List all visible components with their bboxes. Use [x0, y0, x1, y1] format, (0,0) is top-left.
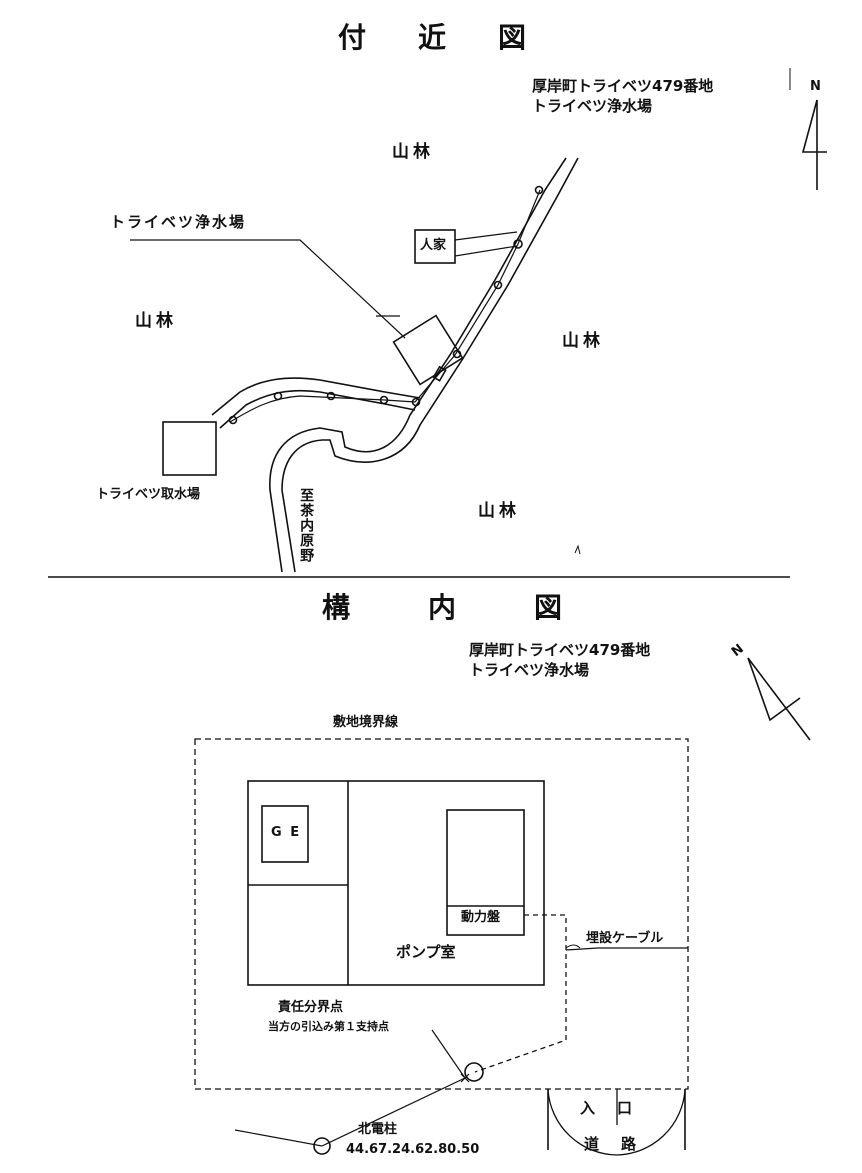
lower-map: [194, 657, 811, 1156]
treatment-plant-label: トライベツ浄水場: [110, 213, 247, 231]
utility-pole-circle: [313, 1137, 331, 1155]
lower-title: 構内図: [322, 591, 641, 624]
lower-address-line2: トライベツ浄水場: [469, 661, 590, 679]
upper-address-line2: トライベツ浄水場: [532, 97, 653, 115]
utility-pole-label: 北電柱: [358, 1122, 398, 1137]
north-arrow-icon: [747, 657, 811, 741]
house-box: [414, 229, 456, 264]
demarcation-point-label: 責任分界点: [278, 1000, 344, 1015]
forest-top-label: 山林: [392, 142, 434, 162]
pump-room-label: ポンプ室: [396, 943, 456, 961]
forest-right-label: 山林: [562, 331, 604, 351]
generator-box: [261, 805, 309, 863]
upper-map: [130, 68, 827, 573]
road-label: 道路: [584, 1135, 659, 1153]
generator-label: G E: [271, 825, 302, 840]
upper-address-line1: 厚岸町トライベツ479番地: [532, 77, 714, 95]
utility-pole-number: 44.67.24.62.80.50: [346, 1142, 480, 1157]
intake-road: [211, 377, 421, 429]
intake-label: トライベツ取水場: [96, 487, 201, 502]
site-boundary-label: 敷地境界線: [333, 715, 399, 730]
buried-cable-label: 埋設ケーブル: [586, 931, 664, 946]
forest-bottom-label: 山林: [478, 501, 520, 521]
entrance-label: 入口: [580, 1099, 655, 1117]
north-arrow-icon: [789, 68, 827, 190]
site-boundary: [194, 738, 689, 1090]
buried-cable: [474, 914, 567, 1073]
upper-north-label: N: [810, 79, 821, 94]
support-point-circle: [464, 1062, 484, 1082]
intake-box: [162, 421, 217, 476]
forest-left-label: 山林: [135, 311, 177, 331]
main-road: [269, 157, 579, 573]
power-panel-box: [446, 809, 525, 936]
road-destination-label: 至茶内原野: [298, 488, 315, 563]
upper-title: 付近図: [338, 21, 579, 54]
treatment-plant-box: [392, 314, 464, 386]
house-label: 人家: [420, 238, 447, 253]
power-panel-label: 動力盤: [461, 910, 501, 925]
building-outline: [247, 780, 545, 986]
lower-address-line1: 厚岸町トライベツ479番地: [469, 641, 651, 659]
demarcation-note: 当方の引込み第１支持点: [268, 1020, 389, 1033]
